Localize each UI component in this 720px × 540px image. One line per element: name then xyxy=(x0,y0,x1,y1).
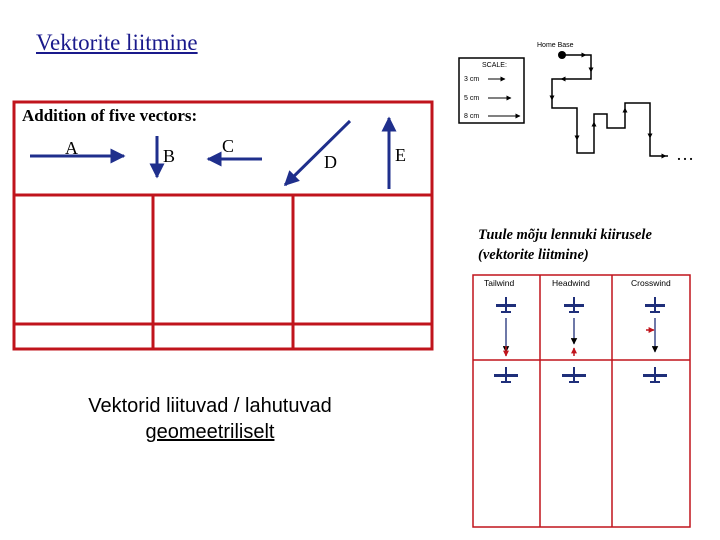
vector-grid xyxy=(12,100,434,351)
vector-panel-heading: Addition of five vectors: xyxy=(22,106,197,125)
scale-title: SCALE: xyxy=(482,62,507,69)
col-headwind: Headwind xyxy=(552,278,590,288)
map-ellipsis: … xyxy=(676,144,694,164)
vector-a-label: A xyxy=(65,138,78,158)
vector-d-arrow xyxy=(283,119,352,187)
home-base-text: Home Base xyxy=(537,42,574,49)
vector-b-label: B xyxy=(163,146,175,166)
plane-icon xyxy=(645,297,665,313)
scale-item-2: 5 cm xyxy=(464,95,479,102)
vector-d-label: D xyxy=(324,152,337,172)
col-tailwind: Tailwind xyxy=(484,278,515,288)
scale-item-3: 8 cm xyxy=(464,113,479,120)
plane-icon xyxy=(496,297,516,313)
bottom-caption: Vektorid liituvad / lahutuvad geomeetril… xyxy=(60,393,360,445)
slide-title: Vektorite liitmine xyxy=(36,30,198,55)
caption-line1: Vektorid liituvad / lahutuvad xyxy=(88,395,332,417)
plane-icon xyxy=(562,367,586,383)
caption-line2: geomeetriliselt xyxy=(145,421,275,443)
airplane-caption-line1: Tuule mõju lennuki kiirusele xyxy=(478,227,652,243)
plane-icon xyxy=(494,367,518,383)
vector-c-label: C xyxy=(222,136,234,156)
plane-icon xyxy=(564,297,584,313)
col-crosswind: Crosswind xyxy=(631,278,671,288)
vector-e-label: E xyxy=(395,145,406,165)
wind-grid xyxy=(472,274,691,528)
plane-icon xyxy=(643,367,667,383)
airplane-caption-line2: (vektorite liitmine) xyxy=(478,247,589,263)
airplane-caption: Tuule mõju lennuki kiirusele (vektorite … xyxy=(478,225,652,265)
scale-item-1: 3 cm xyxy=(464,76,479,83)
scale-box xyxy=(458,57,525,124)
home-base-label: Home Base xyxy=(537,42,574,49)
